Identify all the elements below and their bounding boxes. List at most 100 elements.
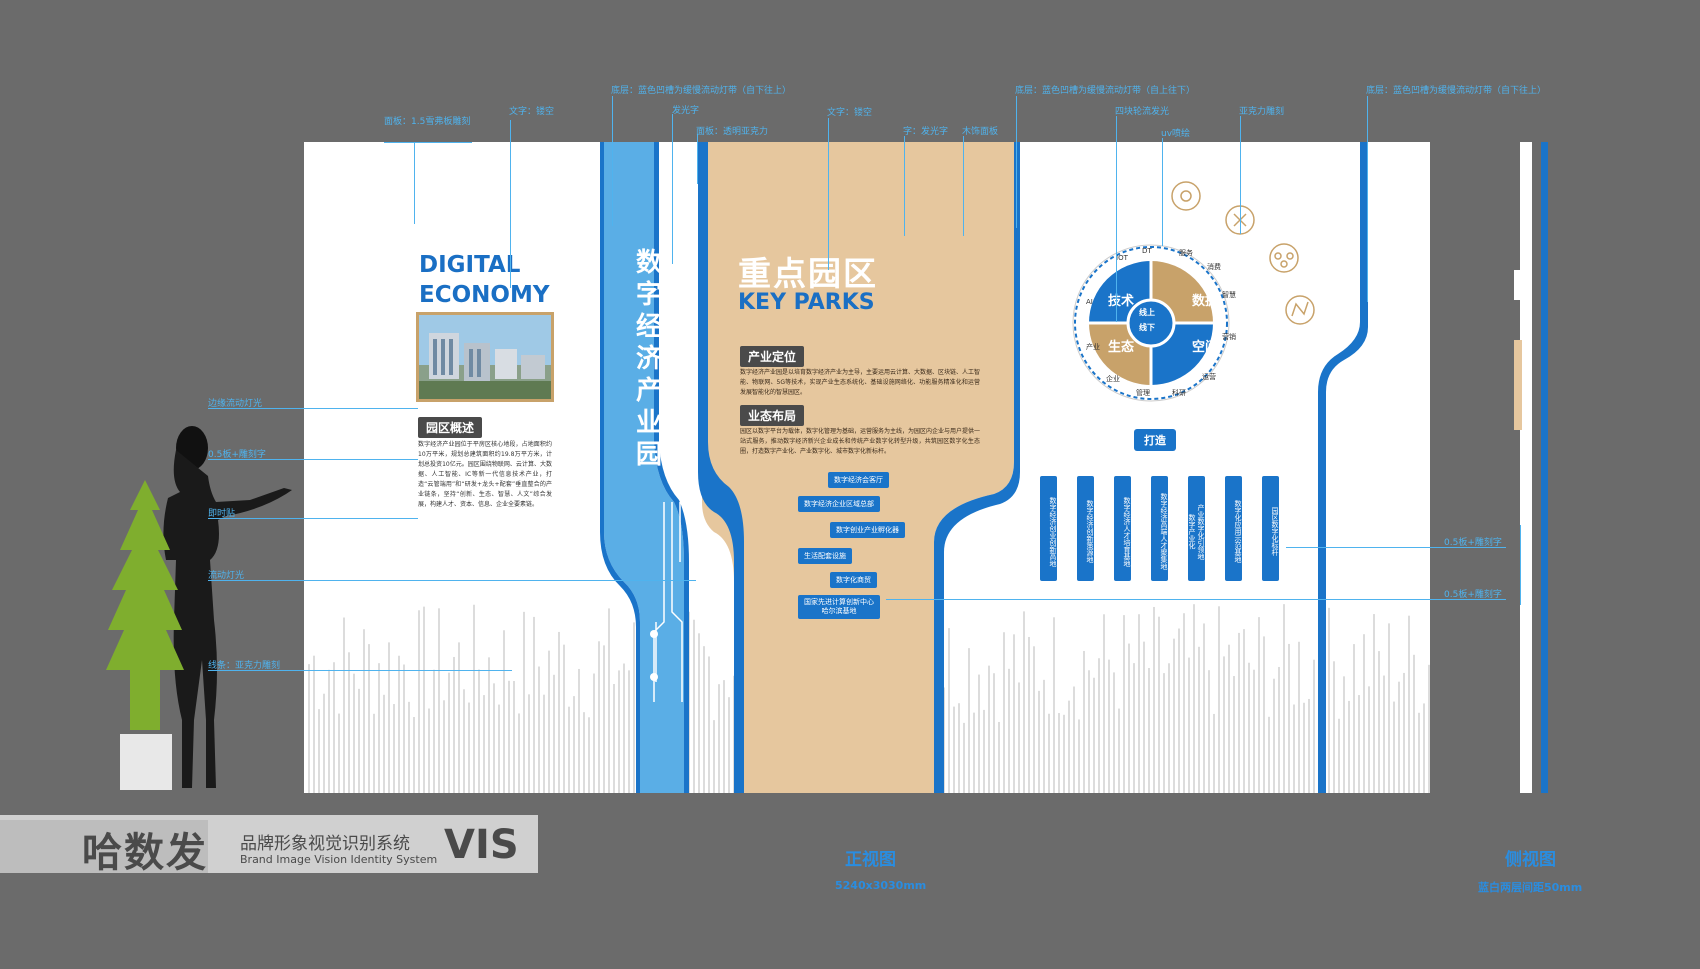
ring-industry: 产业 xyxy=(1086,343,1100,351)
skyline-bar xyxy=(703,646,705,793)
skyline-bar xyxy=(1148,667,1150,793)
ann-bottom-blue3: 底层：蓝色凹槽为缓慢流动灯带（自下往上） xyxy=(1366,86,1547,96)
skyline-bar xyxy=(1228,644,1230,793)
ring-consume: 消费 xyxy=(1207,263,1221,271)
skyline-bar xyxy=(363,629,365,793)
ann-panel: 面板：1.5雪弗板雕刻 xyxy=(384,117,471,127)
business-layout-body: 园区以数字平台为载体，数字化管理为基础，运营服务为主线，为园区内企业与用户提供一… xyxy=(740,428,981,455)
skyline-bar xyxy=(1018,682,1020,793)
skyline-bar xyxy=(1143,641,1145,793)
skyline-bar xyxy=(1308,698,1310,793)
ring-ai: AI xyxy=(1086,298,1093,306)
skyline-bar xyxy=(1113,672,1115,793)
ann-right-board1: 0.5板+雕刻字 xyxy=(1444,538,1502,548)
skyline-bar xyxy=(633,622,635,793)
skyline-bar xyxy=(1248,662,1250,793)
skyline-bar xyxy=(983,709,985,793)
skyline-bar xyxy=(1283,604,1285,793)
btn-computing-center: 国家先进计算创新中心 哈尔滨基地 xyxy=(798,595,880,619)
ann-acrylic-carve: 亚克力雕刻 xyxy=(1239,107,1285,117)
potted-tree xyxy=(106,480,184,790)
ann-edge-light: 边缘流动灯光 xyxy=(208,399,263,409)
skyline-bar xyxy=(588,717,590,793)
skyline-bar xyxy=(1233,676,1235,793)
skyline-bar xyxy=(1098,658,1100,793)
skyline-bar xyxy=(598,641,600,793)
skyline-bar xyxy=(318,709,320,793)
skyline-bar xyxy=(628,670,630,793)
blue-strip-shape xyxy=(600,142,1368,793)
skyline-bar xyxy=(1123,615,1125,793)
ann-uv: uv喷绘 xyxy=(1161,129,1191,139)
key-parks-title-en: KEY PARKS xyxy=(738,290,875,315)
skyline-bar xyxy=(478,669,480,793)
ann-wood-panel: 木饰面板 xyxy=(962,127,999,137)
skyline-bar xyxy=(1258,617,1260,793)
btn-digital-trade: 数字化商贸 xyxy=(830,572,877,588)
skyline-bar xyxy=(483,695,485,793)
skyline-bar xyxy=(1303,702,1305,793)
skyline-bar xyxy=(1158,616,1160,793)
skyline-bar xyxy=(538,666,540,793)
skyline-bar xyxy=(333,662,335,793)
skyline-bar xyxy=(988,665,990,793)
skyline-bar xyxy=(513,680,515,793)
ann-panel-acrylic: 面板：透明亚克力 xyxy=(696,127,769,137)
skyline-bar xyxy=(1023,611,1025,793)
skyline-bar xyxy=(443,700,445,793)
skyline-bar xyxy=(468,702,470,793)
skyline-bar xyxy=(698,633,700,793)
skyline-bar xyxy=(1413,654,1415,793)
front-view-size: 5240x3030mm xyxy=(835,879,927,892)
skyline-bar xyxy=(1093,677,1095,793)
skyline-bar xyxy=(998,721,1000,793)
skyline-bar xyxy=(453,656,455,793)
skyline-bar xyxy=(1393,701,1395,793)
side-view-blue xyxy=(1541,142,1548,793)
skyline-bar xyxy=(338,713,340,793)
skyline-bar xyxy=(1108,659,1110,793)
skyline-bar xyxy=(1048,713,1050,793)
skyline-bar xyxy=(418,610,420,793)
skyline-bar xyxy=(1028,636,1030,793)
skyline-bar xyxy=(553,674,555,793)
ann-bottom-blue1: 底层：蓝色凹槽为缓慢流动灯带（自下往上） xyxy=(611,86,792,96)
ann-board-carve: 0.5板+雕刻字 xyxy=(208,450,266,460)
ring-research: 科研 xyxy=(1172,389,1186,397)
skyline-bar xyxy=(603,645,605,793)
skyline-bar xyxy=(1398,681,1400,793)
skyline-bar xyxy=(1138,614,1140,793)
skyline-bar xyxy=(993,673,995,793)
skyline-bar xyxy=(693,619,695,793)
skyline-bar xyxy=(1043,679,1045,793)
ann-four-block: 四块轮流发光 xyxy=(1115,107,1170,117)
skyline-bar xyxy=(1383,675,1385,793)
skyline-bar xyxy=(1078,719,1080,793)
ann-instant-paste: 即时贴 xyxy=(208,509,236,519)
skyline-bar xyxy=(1353,644,1355,793)
skyline-bar xyxy=(458,642,460,793)
skyline-bar xyxy=(558,631,560,793)
skyline-bar xyxy=(1388,623,1390,793)
card-2: 数字经济创新策源地 xyxy=(1077,476,1094,581)
skyline-bar xyxy=(1378,651,1380,793)
skyline-bar xyxy=(1073,686,1075,793)
skyline-bar xyxy=(378,663,380,793)
skyline-bar xyxy=(1153,606,1155,793)
skyline-bar xyxy=(1173,638,1175,793)
skyline-bar xyxy=(1083,650,1085,793)
quad-data: 数据 xyxy=(1192,294,1219,309)
tag-industry-position: 产业定位 xyxy=(740,346,805,367)
skyline-bar xyxy=(508,680,510,793)
skyline-bar xyxy=(1263,636,1265,793)
skyline-bar xyxy=(503,630,505,793)
skyline-bar xyxy=(713,720,715,793)
skyline-bar xyxy=(408,701,410,793)
skyline-bar xyxy=(1408,615,1410,793)
digital-economy-title: DIGITAL ECONOMY xyxy=(419,250,550,310)
ring-management: 管理 xyxy=(1136,389,1150,397)
skyline-bar xyxy=(1428,664,1430,793)
circle-diagram xyxy=(1072,244,1230,402)
brand-sub-en: Brand Image Vision Identity System xyxy=(240,853,438,866)
side-view-bump xyxy=(1514,270,1522,300)
